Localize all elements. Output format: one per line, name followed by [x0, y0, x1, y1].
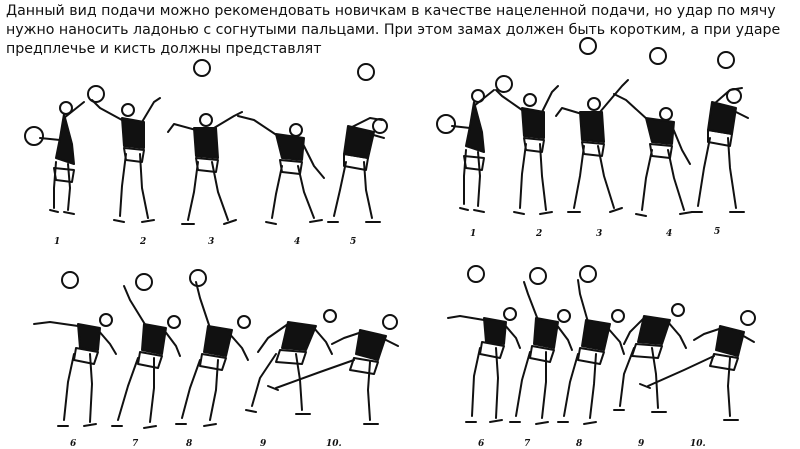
player-figure-2 [495, 85, 559, 215]
player-figure-3 [555, 79, 629, 213]
figure-number: 6 [70, 439, 77, 449]
player-figure-4 [613, 93, 693, 217]
figure-number: 1 [54, 237, 60, 247]
player-figure-9 [245, 309, 337, 415]
figure-number: 7 [524, 439, 531, 449]
ball [357, 63, 375, 81]
figure-number: 7 [132, 439, 139, 449]
ball [529, 267, 547, 285]
ball [87, 85, 105, 103]
ball [495, 75, 513, 93]
ball [193, 59, 211, 77]
figure-number: 1 [470, 229, 476, 239]
ball [135, 273, 153, 291]
figure-number: 9 [260, 439, 267, 449]
player-figure-5 [327, 117, 388, 223]
player-figure-10 [639, 310, 756, 421]
ball [467, 265, 485, 283]
illustration-top-right: 1 2 3 4 5 [430, 37, 790, 240]
player-figure-6 [33, 313, 117, 427]
serve-sequence-6-10-drawing: 6 7 8 9 10. [447, 265, 756, 449]
figure-number-row: 1 2 3 4 5 [470, 227, 720, 239]
figure-number: 5 [714, 227, 720, 237]
figure-number: 4 [294, 237, 300, 247]
figure-number: 10. [326, 439, 342, 449]
player-figure-8 [175, 281, 251, 427]
player-figure-5 [691, 87, 749, 213]
player-figure-2 [91, 97, 161, 223]
caption-text: Данный вид подачи можно рекомендовать но… [6, 3, 781, 57]
figure-number: 8 [576, 439, 583, 449]
figure-number: 9 [638, 439, 645, 449]
player-figure-10 [267, 314, 399, 425]
ball [717, 51, 735, 69]
player-figure-7 [509, 281, 573, 425]
serve-sequence-1-5-drawing: 1 2 3 4 5 [436, 37, 749, 239]
ball [649, 47, 667, 65]
figure-number-row: 6 7 8 9 10. [70, 439, 342, 449]
figure-number-row: 1 2 3 4 5 [54, 237, 356, 247]
player-figure-9 [613, 303, 687, 413]
figure-number: 3 [208, 237, 214, 247]
figure-number: 5 [350, 237, 356, 247]
ball [579, 265, 597, 283]
player-figure-7 [111, 285, 181, 429]
player-figure-3 [167, 111, 243, 225]
serve-sequence-6-10-drawing: 6 7 8 9 10. [33, 269, 399, 449]
figure-number: 2 [139, 237, 146, 247]
illustration-bottom-left: 6 7 8 9 10. [20, 264, 410, 449]
ball [579, 37, 597, 55]
figure-number: 6 [478, 439, 485, 449]
player-figure-6 [447, 307, 521, 423]
illustration-bottom-right: 6 7 8 9 10. [438, 260, 788, 449]
player-figure-1 [436, 89, 495, 213]
illustration-top-left: 1 2 3 4 5 [14, 58, 388, 248]
ball [61, 271, 79, 289]
figure-number: 8 [186, 439, 193, 449]
figure-number: 2 [535, 229, 542, 239]
player-figure-1 [24, 101, 85, 215]
figure-number-row: 6 7 8 9 10. [478, 439, 706, 449]
player-figure-8 [557, 279, 625, 425]
figure-number: 3 [596, 229, 602, 239]
ball [189, 269, 207, 287]
serve-sequence-1-5-drawing: 1 2 3 4 5 [24, 59, 388, 247]
figure-number: 10. [690, 439, 706, 449]
figure-number: 4 [666, 229, 672, 239]
player-figure-4 [237, 115, 325, 225]
